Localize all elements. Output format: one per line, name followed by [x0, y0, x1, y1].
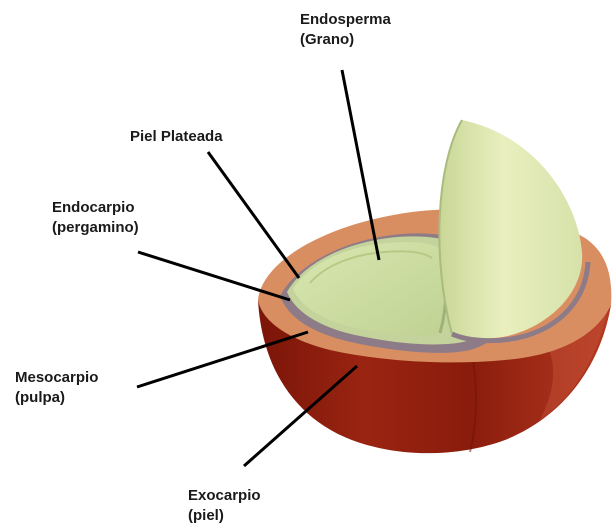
label-endocarpio-line2: (pergamino) [52, 218, 139, 238]
label-mesocarpio: Mesocarpio (pulpa) [15, 368, 98, 408]
label-exocarpio-line1: Exocarpio [188, 486, 261, 506]
label-endocarpio: Endocarpio (pergamino) [52, 198, 139, 238]
label-exocarpio-line2: (piel) [188, 506, 261, 526]
label-mesocarpio-line2: (pulpa) [15, 388, 98, 408]
leader-line-piel-plateada [208, 152, 299, 278]
label-piel-plateada-line1: Piel Plateada [130, 127, 223, 147]
label-endosperma-line1: Endosperma [300, 10, 391, 30]
label-mesocarpio-line1: Mesocarpio [15, 368, 98, 388]
label-endocarpio-line1: Endocarpio [52, 198, 139, 218]
endosperma-right-half [439, 120, 582, 338]
label-exocarpio: Exocarpio (piel) [188, 486, 261, 526]
leader-line-endocarpio [138, 252, 290, 300]
label-endosperma: Endosperma (Grano) [300, 10, 391, 50]
label-piel-plateada: Piel Plateada [130, 127, 223, 147]
label-endosperma-line2: (Grano) [300, 30, 391, 50]
